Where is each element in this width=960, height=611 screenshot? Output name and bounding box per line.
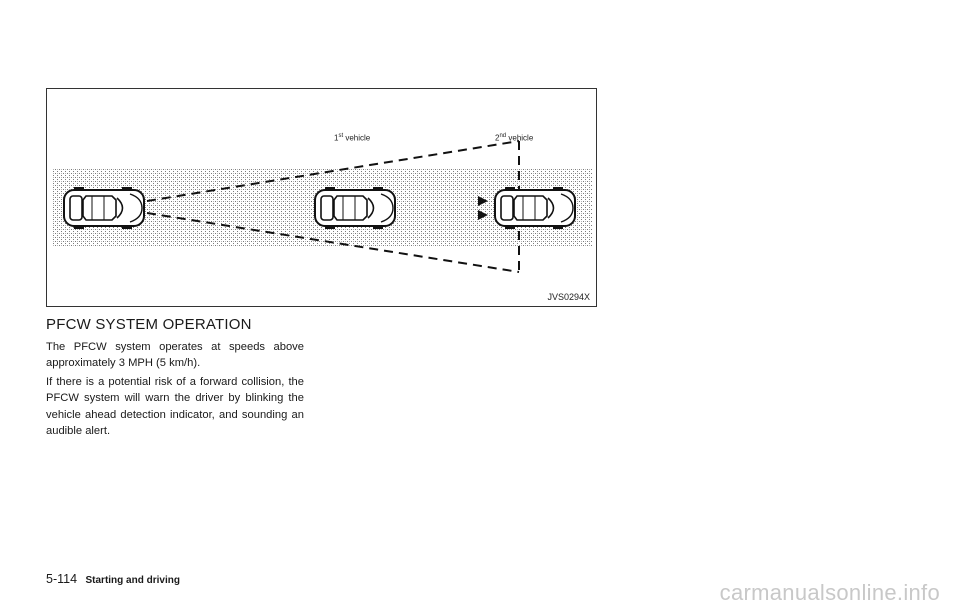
own-vehicle [63, 186, 145, 230]
page-footer: 5-114 Starting and driving [46, 570, 180, 588]
paragraph-operating-speed: The PFCW system operates at speeds above… [46, 341, 304, 370]
section-title: PFCW SYSTEM OPERATION [46, 316, 252, 333]
figure-code: JVS0294X [547, 292, 590, 302]
first-vehicle-label: 1st vehicle [334, 133, 371, 143]
detection-zone-upper-line [146, 140, 520, 202]
detection-zone-lower-line [146, 212, 520, 273]
watermark: carmanualsonline.info [719, 580, 940, 605]
page-number: 5-114 [46, 572, 78, 586]
chapter-title: Starting and driving [85, 575, 180, 586]
second-vehicle [494, 186, 576, 230]
second-vehicle-label: 2nd vehicle [495, 133, 534, 143]
figure-pfcw-diagram: 1st vehicle 2nd vehicle JVS0294X [46, 88, 597, 307]
paragraph-warning-behavior: If there is a potential risk of a forwar… [46, 376, 304, 438]
pfcw-diagram-illustration [53, 140, 593, 273]
radar-arrow-lower [478, 210, 488, 220]
radar-arrow-upper [478, 196, 488, 206]
first-vehicle [314, 186, 396, 230]
